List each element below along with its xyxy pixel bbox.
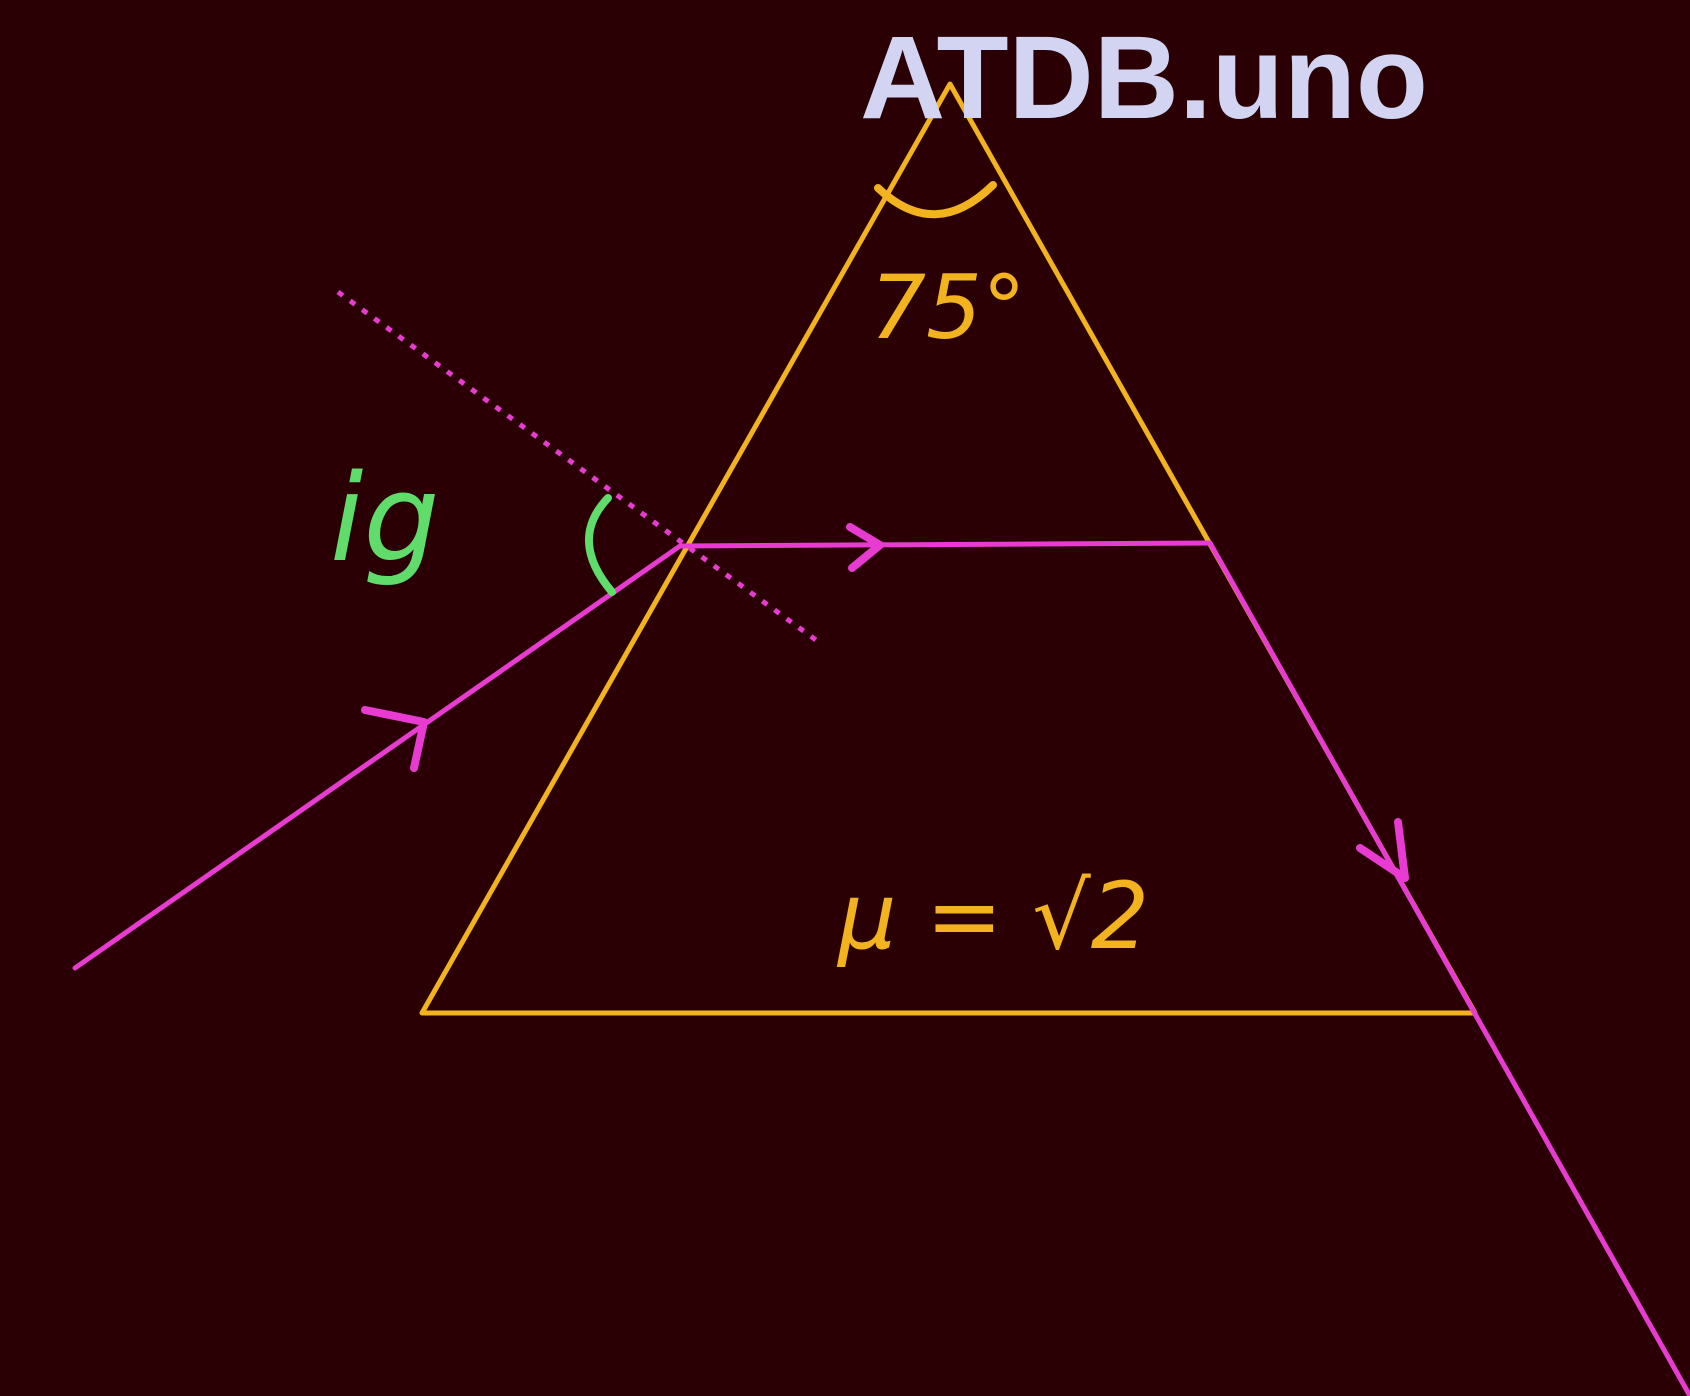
incidence-angle-label: ig [330, 450, 440, 589]
internal-ray [677, 540, 1213, 549]
incidence-angle-arc [584, 494, 616, 596]
refractive-index-label: μ = √2 [836, 863, 1149, 970]
normal-line [336, 289, 822, 646]
apex-angle-label: 75° [870, 256, 1026, 359]
internal-ray-arrow [846, 523, 884, 572]
watermark-text: ATDB.uno [860, 12, 1428, 144]
emergent-ray [1207, 540, 1690, 1396]
incident-ray [72, 543, 683, 971]
incident-ray-arrow [361, 706, 428, 772]
apex-angle-arc [874, 181, 997, 219]
emergent-ray-arrow [1356, 818, 1409, 882]
